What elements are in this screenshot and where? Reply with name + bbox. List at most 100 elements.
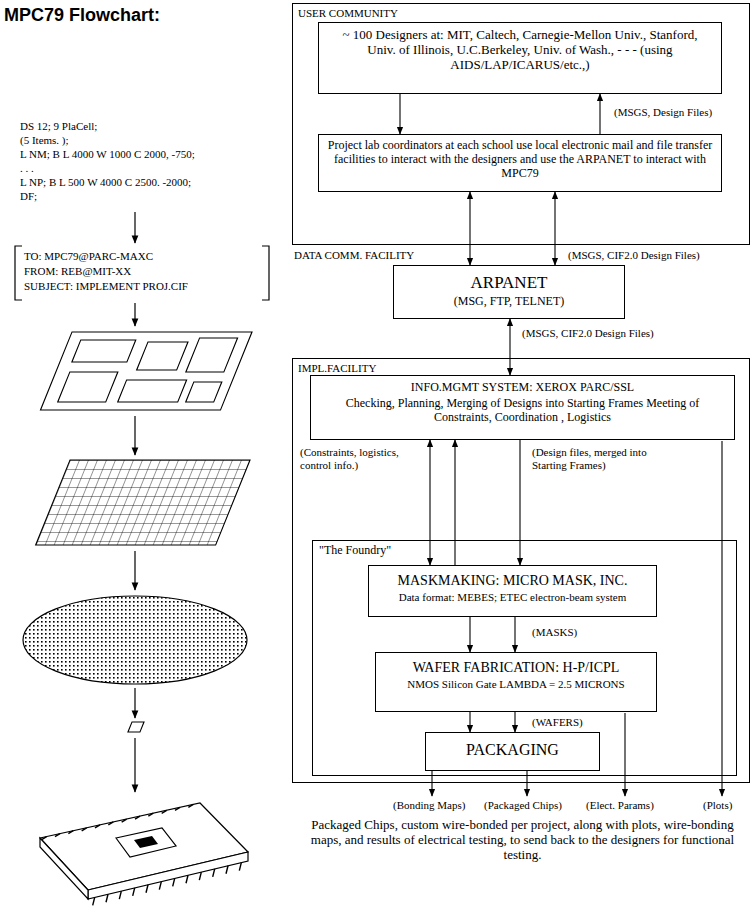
package-pin bbox=[108, 822, 113, 825]
connector bbox=[429, 440, 430, 565]
node-title: INFO.MGMT SYSTEM: XEROX PARC/SSL bbox=[319, 381, 726, 395]
package-side bbox=[40, 838, 88, 899]
edge-label: (MSGS, Design Files) bbox=[612, 106, 714, 119]
package-pin bbox=[188, 804, 193, 807]
mask-cell bbox=[186, 382, 222, 402]
connector bbox=[469, 192, 470, 265]
code-line: DS 12; 9 PlaCell; bbox=[20, 120, 97, 133]
section-heading: DATA COMM. FACILITY bbox=[294, 249, 414, 262]
process-box: MASKMAKING: MICRO MASK, INC.Data format:… bbox=[368, 565, 657, 617]
flow-arrow bbox=[134, 738, 135, 792]
email-line: FROM: REB@MIT-XX bbox=[24, 265, 131, 278]
edge-label: (Design files, merged into Starting Fram… bbox=[530, 446, 669, 471]
email-line: SUBJECT: IMPLEMENT PROJ.CIF bbox=[24, 280, 188, 293]
package-pin bbox=[148, 813, 153, 816]
edge-label: (WAFERS) bbox=[530, 716, 585, 729]
package-pin bbox=[213, 869, 215, 877]
flow-arrow bbox=[134, 688, 135, 718]
connector bbox=[554, 192, 555, 265]
email-line: TO: MPC79@PARC-MAXC bbox=[24, 250, 153, 263]
wafer bbox=[23, 596, 247, 684]
package-pin bbox=[159, 882, 161, 890]
process-box: PACKAGING bbox=[425, 732, 600, 771]
edge-label: (MSGS, CIF2.0 Design Files) bbox=[520, 327, 656, 340]
process-box: Project lab coordinators at each school … bbox=[318, 134, 722, 192]
package-pin bbox=[106, 894, 108, 902]
output-arrow bbox=[721, 441, 722, 796]
package-pin bbox=[133, 888, 135, 896]
bracket bbox=[262, 246, 269, 300]
code-line: (5 Items. ); bbox=[20, 134, 69, 147]
connector bbox=[599, 94, 600, 134]
package-pin bbox=[95, 825, 100, 828]
connector bbox=[469, 617, 470, 652]
mask-layout bbox=[40, 332, 252, 410]
result-note: Packaged Chips, custom wire-bonded per p… bbox=[300, 818, 745, 863]
node-title: "The Foundry" bbox=[319, 544, 730, 558]
flow-arrow bbox=[134, 303, 135, 326]
connector bbox=[519, 440, 520, 565]
grid-outline bbox=[36, 460, 250, 545]
package-pin bbox=[175, 807, 180, 810]
process-box: WAFER FABRICATION: H-P/ICPL NMOS Silicon … bbox=[375, 652, 657, 712]
node-title: ~ 100 Designers at: MIT, Caltech, Carneg… bbox=[327, 28, 713, 73]
node-title: MASKMAKING: MICRO MASK, INC. bbox=[375, 573, 650, 589]
node-title: USER COMMUNITY bbox=[298, 7, 744, 20]
package-pin bbox=[82, 828, 87, 831]
mask-cell bbox=[58, 372, 118, 402]
package-pin bbox=[239, 863, 241, 871]
output-arrow bbox=[624, 713, 625, 796]
process-box: INFO.MGMT SYSTEM: XEROX PARC/SSL Checking… bbox=[310, 375, 735, 440]
node-body: Checking, Planning, Merging of Designs i… bbox=[319, 397, 726, 425]
package-pin bbox=[122, 819, 127, 822]
code-line: L NM; B L 4000 W 1000 C 2000, -750; bbox=[20, 148, 195, 161]
mask-outline bbox=[40, 332, 252, 410]
process-box: ~ 100 Designers at: MIT, Caltech, Carneg… bbox=[318, 22, 722, 94]
output-label: (Plots) bbox=[703, 799, 732, 812]
die-outline bbox=[128, 722, 144, 732]
code-line: . . . bbox=[20, 162, 34, 175]
package-pin bbox=[42, 837, 47, 840]
output-arrows bbox=[432, 441, 722, 796]
bracket bbox=[15, 246, 22, 300]
edge-label: (Constraints, logistics, control info.) bbox=[298, 446, 424, 471]
connector bbox=[454, 440, 455, 565]
package-pin bbox=[226, 866, 228, 874]
mask-cell bbox=[118, 380, 187, 402]
node-body: NMOS Silicon Gate LAMBDA = 2.5 MICRONS bbox=[382, 678, 650, 691]
package-side bbox=[88, 852, 248, 899]
package-pin bbox=[146, 885, 148, 893]
output-label: (Packaged Chips) bbox=[484, 799, 562, 812]
reticle-grid bbox=[36, 460, 250, 545]
wafer-disc bbox=[23, 596, 247, 684]
connector bbox=[399, 94, 400, 134]
connector bbox=[469, 712, 470, 732]
package-pin bbox=[68, 831, 73, 834]
output-label: (Elect. Params) bbox=[586, 799, 654, 812]
edge-label: (MASKS) bbox=[530, 626, 579, 639]
code-line: L NP; B L 500 W 4000 C 2500. -2000; bbox=[20, 176, 191, 189]
package-pin bbox=[173, 878, 175, 886]
connector bbox=[509, 319, 510, 375]
mask-cell bbox=[137, 342, 188, 370]
process-box: ARPANET(MSG, FTP, TELNET) bbox=[393, 265, 625, 319]
region-box: IMPL.FACILITYINFO.MGMT SYSTEM: XEROX PAR… bbox=[292, 358, 750, 783]
package-pin bbox=[135, 816, 140, 819]
diagram-title: MPC79 Flowchart: bbox=[4, 5, 160, 26]
package-pin bbox=[199, 872, 201, 880]
flow-arrow bbox=[134, 212, 135, 243]
dip-package bbox=[40, 803, 248, 905]
region-box: "The Foundry" MASKMAKING: MICRO MASK, INC… bbox=[312, 540, 737, 776]
package-pin bbox=[186, 875, 188, 883]
node-title: Project lab coordinators at each school … bbox=[327, 139, 713, 180]
output-arrow bbox=[526, 771, 527, 796]
node-title: PACKAGING bbox=[432, 741, 593, 759]
package-pin bbox=[119, 891, 121, 899]
region-box: USER COMMUNITY ~ 100 Designers at: MIT, C… bbox=[292, 3, 750, 245]
code-line: DF; bbox=[20, 190, 37, 203]
node-title: WAFER FABRICATION: H-P/ICPL bbox=[382, 660, 650, 676]
flow-arrow bbox=[134, 551, 135, 590]
package-pin bbox=[55, 834, 60, 837]
mask-cell bbox=[72, 340, 136, 362]
package-pin bbox=[93, 897, 95, 905]
